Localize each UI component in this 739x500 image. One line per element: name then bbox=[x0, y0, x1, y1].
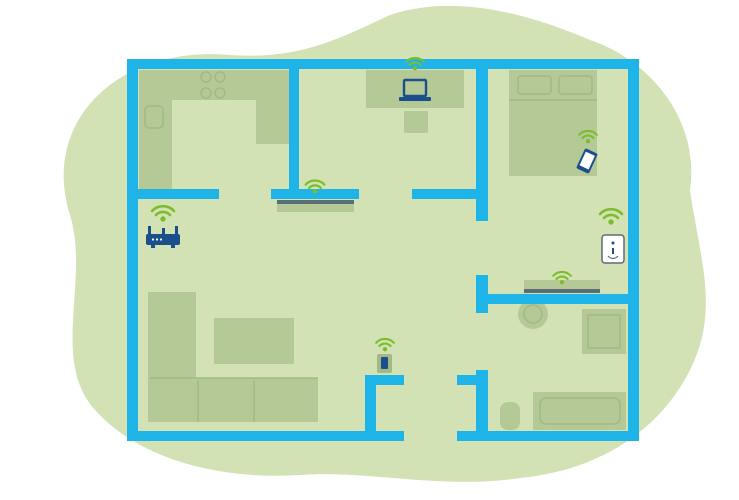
router-icon bbox=[146, 226, 180, 248]
bath-wall-stub bbox=[457, 375, 488, 385]
laptop-icon bbox=[399, 78, 431, 101]
entry-wall-vertical bbox=[365, 375, 376, 441]
outer-wall-left bbox=[127, 59, 138, 441]
outer-wall-bottom-left bbox=[127, 431, 404, 441]
shower-drain bbox=[587, 314, 621, 349]
bathtub-inner bbox=[539, 397, 621, 425]
shelf-bath-edge bbox=[524, 289, 600, 293]
desk-chair bbox=[404, 111, 428, 133]
pillow-right bbox=[558, 75, 593, 95]
wall-layer bbox=[127, 59, 639, 441]
device-layer bbox=[146, 56, 625, 373]
sofa-seat bbox=[148, 378, 318, 422]
desk bbox=[366, 70, 464, 108]
pillow-left bbox=[517, 75, 552, 95]
shelf-layer bbox=[277, 200, 600, 293]
kitchen-counter-left bbox=[139, 70, 172, 190]
furniture-layer bbox=[139, 70, 626, 430]
kitchen-counter-right bbox=[256, 70, 289, 144]
kitchen-wall-left-stub bbox=[127, 189, 219, 199]
wifi-repeater-icon bbox=[601, 234, 625, 264]
washing-machine-door bbox=[523, 304, 543, 324]
coffee-table bbox=[214, 318, 294, 364]
washing-machine bbox=[518, 299, 548, 329]
bath-wall-vertical-lower bbox=[476, 370, 488, 441]
entry-wall-stub bbox=[365, 375, 404, 385]
kitchen-sink bbox=[144, 105, 164, 129]
smartphone-icon bbox=[576, 148, 598, 174]
outer-wall-top bbox=[127, 59, 639, 69]
kitchen-wall-vertical bbox=[289, 59, 299, 199]
outer-wall-right bbox=[628, 59, 639, 441]
living-wall-stub bbox=[271, 189, 359, 199]
stove-burners-icon bbox=[200, 71, 226, 99]
shelf-living-edge bbox=[277, 200, 354, 204]
toilet bbox=[500, 402, 520, 430]
shower-tray bbox=[582, 309, 626, 354]
bedroom-wall-vertical bbox=[476, 59, 488, 221]
powerline-adapter-icon bbox=[377, 354, 392, 373]
hall-wall-stub bbox=[412, 189, 488, 199]
bath-wall-horizontal bbox=[476, 294, 639, 304]
outer-wall-bottom-right bbox=[457, 431, 639, 441]
